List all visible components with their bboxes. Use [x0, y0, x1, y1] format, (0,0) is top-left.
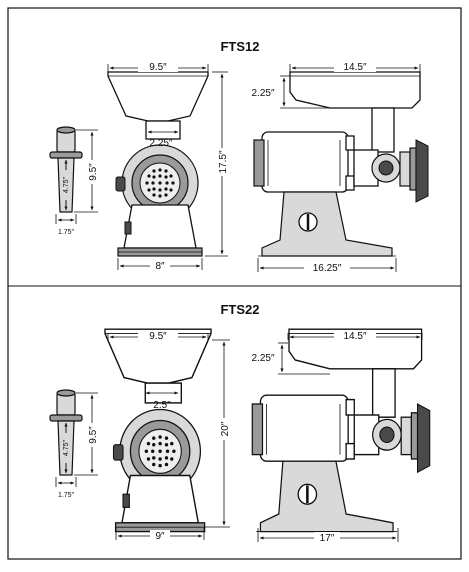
section-fts22: FTS22 9.5″ 2.5″ 20″ 9″ [49, 302, 432, 544]
front-top-width-label: 9.5″ [149, 331, 167, 342]
height-label: 20″ [220, 421, 231, 436]
side-base-width-label: 16.25″ [313, 263, 342, 274]
stomper-diameter-label: 1.75″ [58, 492, 75, 499]
side-tray-depth-label: 2.25″ [251, 88, 274, 99]
side-view [252, 70, 430, 258]
throat-label: 2.25″ [149, 138, 172, 149]
front-top-width-label: 9.5″ [149, 62, 167, 73]
section-title: FTS12 [220, 39, 259, 54]
base-width-label: 8″ [155, 261, 165, 272]
section-title: FTS22 [220, 302, 259, 317]
stomper-diameter-label: 1.75″ [58, 229, 75, 236]
height-label: 17.5″ [218, 150, 229, 173]
front-view [104, 328, 212, 533]
stomper-length-label: 9.5″ [88, 163, 99, 181]
stomper-shaft-label: 4.75″ [63, 439, 70, 456]
stomper-length-label: 9.5″ [88, 426, 99, 444]
side-top-width-label: 14.5″ [343, 62, 366, 73]
side-view [250, 327, 432, 533]
side-top-width-label: 14.5″ [343, 331, 366, 342]
throat-label: 2.5″ [153, 400, 171, 411]
side-base-width-label: 17″ [320, 533, 335, 544]
stomper-shaft-label: 4.75″ [63, 176, 70, 193]
side-tray-depth-label: 2.25″ [251, 353, 274, 364]
front-view [107, 71, 209, 257]
section-fts12: FTS12 9.5″ 2.25″ 17.5″ 8″ 14.5″ [49, 39, 430, 274]
base-width-label: 9″ [155, 531, 165, 542]
outer-border [7, 7, 462, 560]
